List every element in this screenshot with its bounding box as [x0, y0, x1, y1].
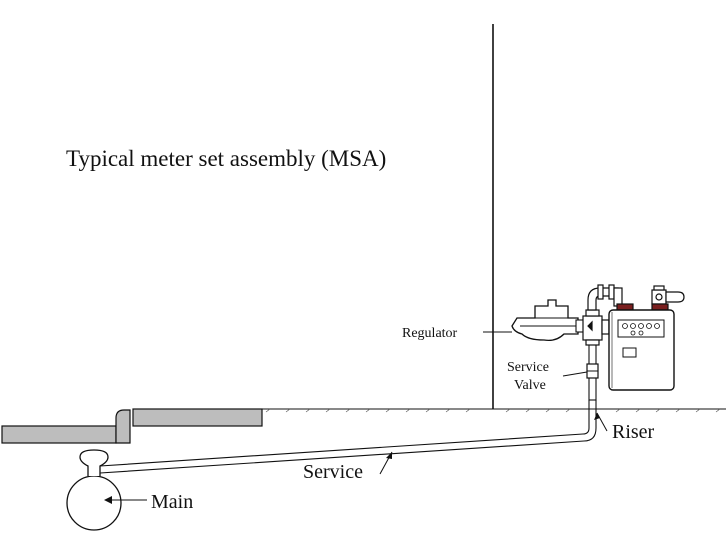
ground-line: [262, 408, 726, 413]
service-line: [99, 400, 597, 474]
main-arrowhead: [104, 496, 112, 504]
pavement-curb: [1, 408, 263, 444]
sidewalk-slab: [132, 408, 263, 427]
service-valve: [586, 363, 599, 379]
service-valve-label-line1: Service: [507, 360, 549, 375]
regulator: [511, 299, 587, 342]
curb: [115, 409, 131, 444]
meter-inlet-pipe: [587, 284, 634, 311]
regulator-label: Regulator: [402, 326, 458, 341]
service-arrowhead: [386, 452, 392, 459]
service-label: Service: [303, 461, 363, 483]
main-label: Main: [151, 491, 193, 513]
meter-outlet-pipe: [651, 285, 685, 311]
gas-meter: [608, 309, 675, 391]
riser-label: Riser: [612, 421, 655, 443]
regulator-fitting: [582, 309, 610, 346]
street-slab: [1, 425, 117, 444]
main-pipe: [66, 449, 122, 531]
riser-arrowhead: [594, 413, 600, 420]
diagram-title: Typical meter set assembly (MSA): [66, 146, 386, 171]
service-valve-leader: [562, 371, 588, 377]
meter-nameplate: [622, 347, 637, 358]
service-valve-label-line2: Valve: [514, 378, 546, 393]
main-tee: [79, 449, 109, 476]
